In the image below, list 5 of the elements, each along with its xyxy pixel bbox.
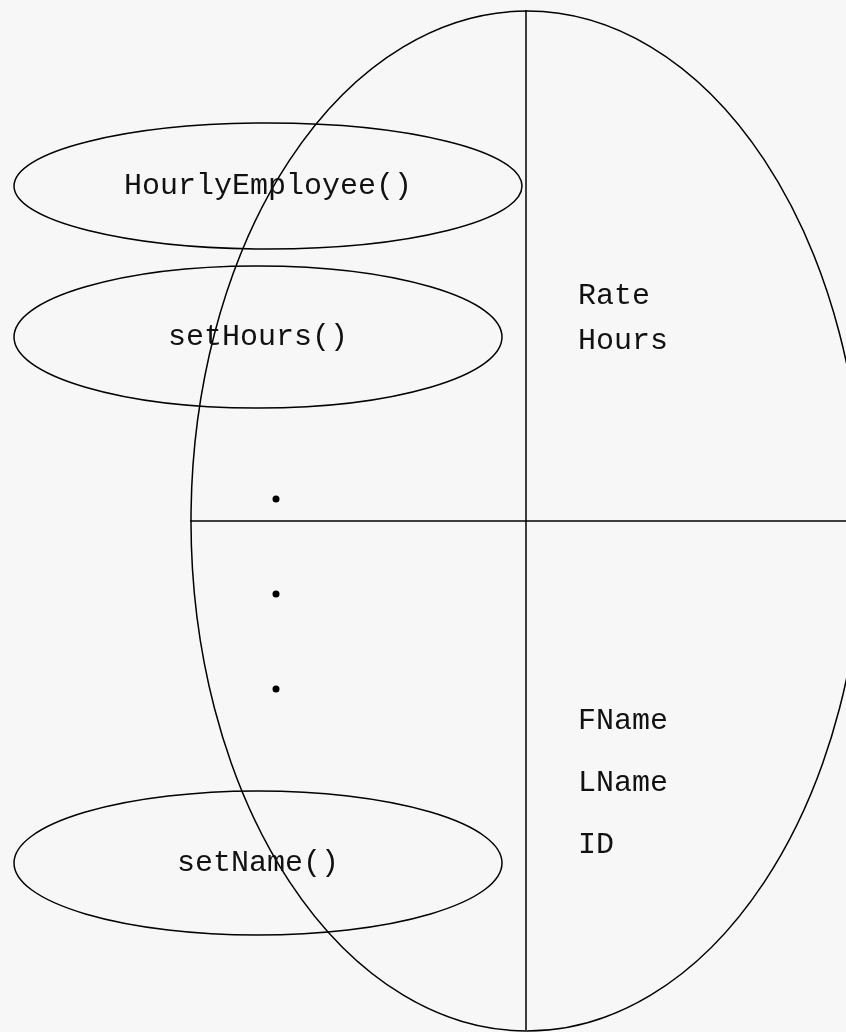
method-ellipse [13,790,503,936]
attribute-list: FName LName ID [578,690,838,876]
attribute-list: Rate Hours [578,274,838,364]
method-ellipse [13,265,503,409]
method-ellipse [13,122,523,250]
